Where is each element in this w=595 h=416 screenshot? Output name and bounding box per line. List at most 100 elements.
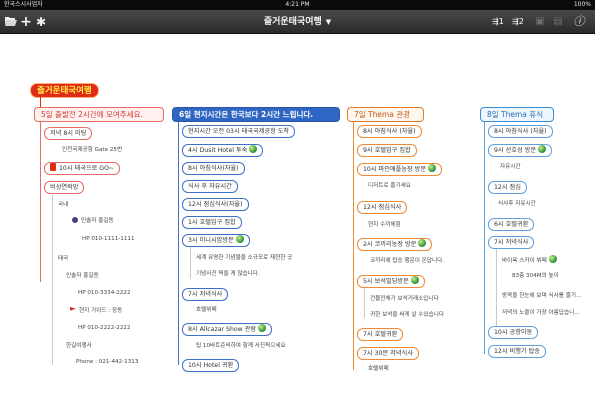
- leaf-jul-ride[interactable]: 코끼리에 탑승 행운이 온답니다.: [370, 258, 445, 264]
- tag-icon[interactable]: ▣: [535, 16, 545, 27]
- leaf-minisiam-1[interactable]: 세계 유명한 기념물을 소규모로 재현한 곳: [196, 255, 293, 261]
- node-jul-elephant-label: 2시 코끼리농장 방문: [363, 241, 417, 248]
- node-jul-gather[interactable]: 9시 호텔입구 집합: [357, 144, 417, 157]
- leaf-guide-phone[interactable]: HP 010-2222-2222: [78, 325, 131, 331]
- topic-day6[interactable]: 6일 현지시간은 한국보다 2시간 느립니다.: [172, 107, 340, 122]
- leaf-thai[interactable]: 태국: [58, 256, 69, 262]
- node-jul-breakfast[interactable]: 8시 아침식사 (자율): [357, 125, 422, 138]
- leaf-guide[interactable]: 현지 가이드 : 장동: [70, 307, 122, 315]
- leaf-guide-text: 현지 가이드 : 장동: [79, 308, 123, 314]
- node-jun-minisiam[interactable]: 3시 미니시암방문: [182, 234, 250, 247]
- node-jul-return[interactable]: 7시 호텔귀환: [357, 328, 404, 341]
- globe-icon: [235, 235, 244, 243]
- node-jun-hotel[interactable]: 4시 Dusit Hotel 투숙: [182, 144, 264, 157]
- leaf-aug-baiyoke[interactable]: 바이욕 스카이 뷔페: [502, 255, 557, 265]
- node-jul-jewel-label: 5시 보석빌딩방문: [363, 278, 409, 285]
- clock: 4:21 PM: [285, 1, 310, 8]
- leaf-domestic[interactable]: 국내: [58, 202, 69, 208]
- node-jun-breakfast[interactable]: 8시 아침식사(자율): [182, 162, 245, 175]
- node-jun-show-label: 8시 Allcazar Show 관람: [188, 326, 257, 333]
- add-icon[interactable]: +: [20, 14, 32, 30]
- app-toolbar: + ✱ 즐거운태국여행▼ ⇶1 ⇶2 ▣ ▤ ⓘ: [0, 10, 595, 34]
- battery-label: 100%: [573, 1, 591, 8]
- node-may-meeting[interactable]: 저녁 8시 미팅: [44, 127, 93, 140]
- branch-line: [364, 288, 365, 318]
- node-aug-return[interactable]: 6시 호텔귀환: [488, 218, 535, 231]
- topic-day7[interactable]: 7일 Thema 관광: [347, 107, 424, 122]
- node-jun-arrive[interactable]: 현지시간 오전 03시 태국국제공항 도착: [182, 125, 296, 138]
- node-jul-lunch[interactable]: 12시 점심식사: [357, 201, 408, 214]
- leaf-jul-dessert[interactable]: 디저트로 즐기세요: [368, 183, 411, 189]
- branch-line: [496, 249, 497, 329]
- node-aug-coral-label: 9시 산호성 방문: [494, 147, 537, 154]
- leaf-aug-baiyoke-text: 바이욕 스카이 뷔페: [502, 258, 547, 264]
- node-jun-gather[interactable]: 1시 호텔입구 집합: [182, 216, 242, 229]
- leaf-aug-height[interactable]: 83층 304M의 높이: [512, 273, 559, 279]
- gear-icon[interactable]: ✱: [35, 15, 47, 29]
- branch-line: [484, 122, 486, 354]
- branch-line: [190, 247, 191, 279]
- mindmap-canvas[interactable]: 즐거운태국여행 5일 출발전 2시간에 모여주세요. 6일 현지시간은 한국보다…: [0, 35, 595, 416]
- leaf-jul-jewel-2[interactable]: 귀한 보석을 써게 살 수있습니다: [370, 312, 445, 318]
- node-jun-free[interactable]: 식사 후 자유시간: [182, 180, 238, 193]
- leaf-domestic-phone[interactable]: HP 010-1111-1111: [82, 236, 135, 242]
- node-jul-pineapple[interactable]: 10시 파인애플농장 방문: [357, 163, 443, 176]
- leaf-jul-jewel-1[interactable]: 건물전체가 보석거래소입니다: [370, 296, 439, 302]
- node-jul-jewel[interactable]: 5시 보석빌딩방문: [357, 275, 425, 288]
- node-aug-coral[interactable]: 9시 산호성 방문: [488, 144, 553, 157]
- leaf-domestic-name[interactable]: 인솔자 홍길동: [72, 217, 114, 225]
- branch-line: [52, 195, 53, 365]
- node-jul-pineapple-label: 10시 파인애플농장 방문: [363, 166, 427, 173]
- node-aug-lunch[interactable]: 12시 점심: [488, 181, 527, 194]
- node-jun-dinner[interactable]: 7시 저녁식사: [182, 288, 229, 301]
- node-aug-airport[interactable]: 10시 공항이동: [488, 326, 539, 339]
- leaf-agency-phone[interactable]: Phone : 021-442-1313: [76, 359, 139, 365]
- tree-collapse-icon: ⇶: [492, 17, 499, 26]
- leaf-jul-suki[interactable]: 현지 수끼체험: [368, 222, 401, 228]
- topic-day8[interactable]: 8일 Thema 휴식: [480, 107, 554, 122]
- node-jun-return[interactable]: 10시 Hotel 귀환: [182, 359, 240, 372]
- node-jun-minisiam-label: 3시 미니시암방문: [188, 237, 234, 244]
- leaf-gate[interactable]: 인천국제공항 Gate 25번: [62, 147, 123, 153]
- leaf-aug-free[interactable]: 자유시간: [500, 164, 521, 170]
- leaf-thai-name[interactable]: 인솔자 홍길동: [66, 273, 99, 279]
- badge-one: 1: [498, 17, 504, 26]
- node-jul-dinner[interactable]: 7시 30분 저녁식사: [357, 347, 419, 360]
- root-topic[interactable]: 즐거운태국여행: [30, 83, 99, 98]
- leaf-agency[interactable]: 한길여행사: [66, 343, 92, 349]
- globe-icon: [258, 324, 267, 332]
- person-icon: [72, 217, 78, 223]
- leaf-minisiam-2[interactable]: 기념사진 찍을 게 많습니다.: [196, 271, 260, 277]
- globe-icon: [538, 145, 547, 153]
- note-icon[interactable]: ▤: [553, 16, 563, 27]
- leaf-aug-sunset[interactable]: 저녁의 노을이 가장 아름답습니...: [502, 310, 580, 316]
- node-may-depart-label: 10시 태국으로 GO~: [59, 165, 115, 172]
- node-jun-show[interactable]: 8시 Allcazar Show 관람: [182, 323, 273, 336]
- node-aug-dinner[interactable]: 7시 저녁식사: [488, 236, 535, 249]
- info-icon[interactable]: ⓘ: [573, 15, 585, 28]
- open-folder-icon[interactable]: [4, 13, 18, 31]
- leaf-domestic-name-text: 인솔자 홍길동: [81, 218, 114, 224]
- node-may-depart[interactable]: 10시 태국으로 GO~: [44, 162, 121, 175]
- badge-two: 2: [518, 17, 524, 26]
- node-aug-flight[interactable]: 12시 비행기 탑승: [488, 345, 546, 358]
- leaf-aug-view[interactable]: 방콕을 한눈에 보며 식사를 즐기...: [502, 293, 582, 299]
- leaf-aug-free2[interactable]: 식사후 자유시간: [498, 201, 536, 207]
- topic-day5[interactable]: 5일 출발전 2시간에 모여주세요.: [34, 107, 164, 122]
- leaf-jun-buffet[interactable]: 호텔뷔페: [196, 307, 217, 313]
- branch-line: [40, 122, 42, 282]
- node-may-contacts[interactable]: 비상연락망: [44, 181, 85, 194]
- node-aug-breakfast[interactable]: 8시 아침식사 (자율): [488, 125, 553, 138]
- collapse-level-one-button[interactable]: ⇶1: [492, 16, 504, 28]
- leaf-jun-tip[interactable]: 팁 10바트준비하여 함께 사진찍으세요: [196, 343, 286, 349]
- flag-icon: [70, 307, 76, 311]
- leaf-thai-phone[interactable]: HP 010-3334-2222: [78, 290, 131, 296]
- node-jun-lunch[interactable]: 12시 점심식사(자율): [182, 198, 249, 211]
- globe-icon: [410, 276, 419, 284]
- globe-icon: [428, 164, 437, 172]
- tree-expand-icon: ⇶: [512, 17, 519, 26]
- leaf-jul-buffet[interactable]: 호텔뷔페: [368, 366, 389, 372]
- node-jul-elephant[interactable]: 2시 코끼리농장 방문: [357, 238, 433, 251]
- collapse-level-two-button[interactable]: ⇶2: [512, 16, 524, 28]
- document-title-dropdown[interactable]: 즐거운태국여행▼: [0, 10, 595, 34]
